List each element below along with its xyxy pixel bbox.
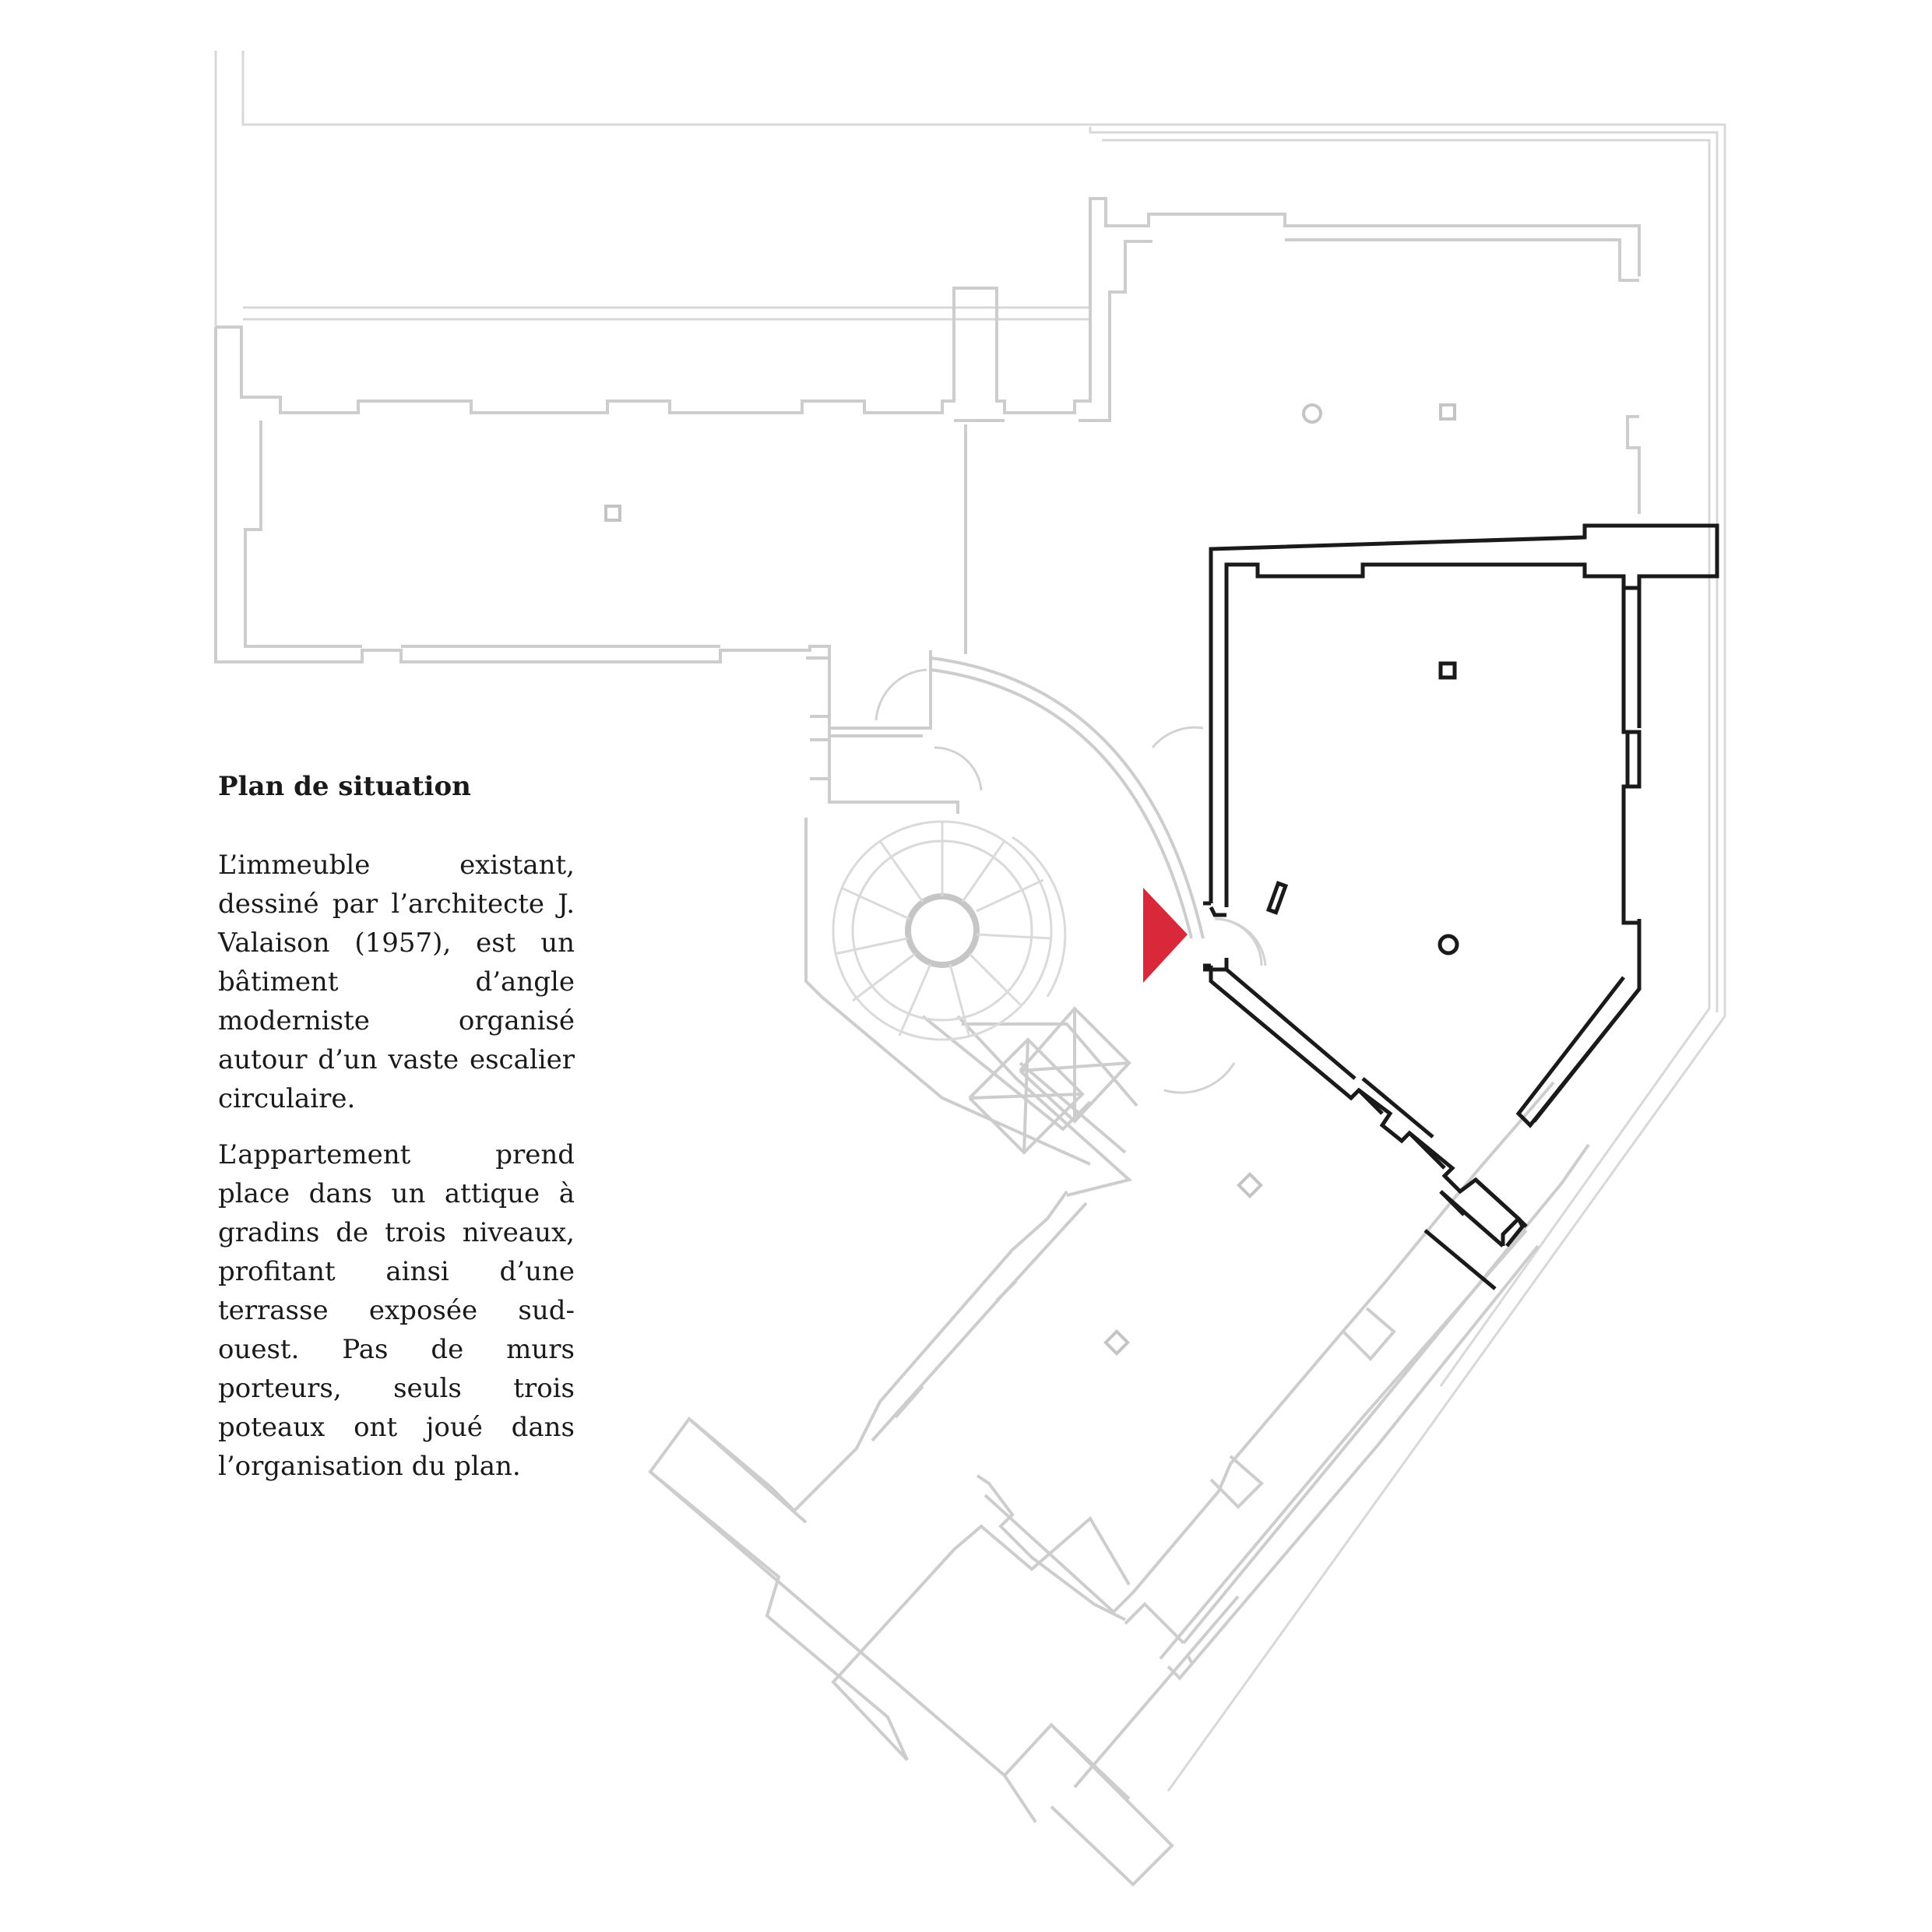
- site-boundary: [214, 51, 1726, 1792]
- west-wing: [214, 197, 1641, 677]
- apartment-outline: [1203, 523, 1719, 1290]
- plan-title: Plan de situation: [218, 771, 471, 802]
- entry-arrow-icon: [1143, 888, 1188, 983]
- description-paragraph-1: L’immeuble existant, dessiné par l’archi…: [218, 850, 575, 1114]
- description-panel: Plan de situation L’immeuble existant, d…: [218, 771, 575, 1503]
- stair-core: [804, 650, 1267, 1197]
- description-paragraph-2: L’appartement prend place dans un attiqu…: [218, 1139, 575, 1482]
- entry-door: [1214, 917, 1263, 966]
- apartment-columns: [1265, 661, 1459, 955]
- existing-columns: [604, 403, 1456, 1356]
- south-wing: [648, 1081, 1590, 1887]
